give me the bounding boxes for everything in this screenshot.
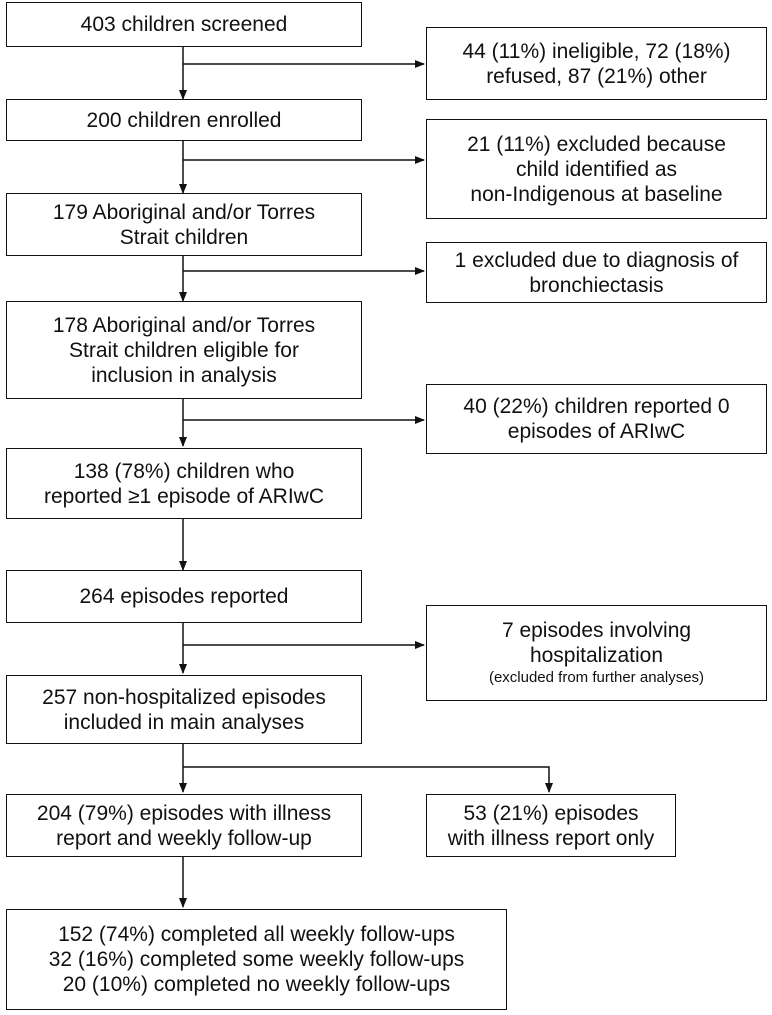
box-report-only-line-2: with illness report only <box>447 826 655 850</box>
box-with-followup-line-1: 204 (79%) episodes with illness <box>36 801 332 825</box>
box-eligible: 178 Aboriginal and/or Torres Strait chil… <box>6 301 362 399</box>
box-reported-episode: 138 (78%) children who reported ≥1 episo… <box>6 448 362 519</box>
box-screened: 403 children screened <box>6 2 362 47</box>
box-excluded-bronchiectasis-line-1: 1 excluded due to diagnosis of <box>454 248 739 272</box>
box-excluded-non-indigenous-line-3: non-Indigenous at baseline <box>470 182 723 206</box>
box-completion: 152 (74%) completed all weekly follow-up… <box>6 909 507 1010</box>
box-reported-episode-line-2: reported ≥1 episode of ARIwC <box>43 484 324 508</box>
box-zero-episodes-line-1: 40 (22%) children reported 0 <box>463 395 730 418</box>
box-eligible-line-1: 178 Aboriginal and/or Torres <box>52 313 316 337</box>
box-excluded-bronchiectasis: 1 excluded due to diagnosis of bronchiec… <box>426 242 767 303</box>
box-not-enrolled-line-2: refused, 87 (21%) other <box>486 64 707 88</box>
box-non-hospitalized-line-1: 257 non-hospitalized episodes <box>42 685 326 709</box>
box-aboriginal-torres-line-2: Strait children <box>119 225 249 249</box>
box-episodes-reported: 264 episodes reported <box>6 570 362 623</box>
box-excluded-non-indigenous: 21 (11%) excluded because child identifi… <box>426 119 767 219</box>
box-enrolled: 200 children enrolled <box>6 99 362 141</box>
box-hospitalization-line-2: hospitalization <box>529 644 664 667</box>
box-report-only: 53 (21%) episodes with illness report on… <box>426 794 676 857</box>
box-aboriginal-torres-line-1: 179 Aboriginal and/or Torres <box>52 200 316 224</box>
arrow-to-report-only <box>183 766 553 793</box>
box-hospitalization-note: (excluded from further analyses) <box>488 669 705 686</box>
box-hospitalization-line-1: 7 episodes involving <box>501 619 692 642</box>
box-zero-episodes: 40 (22%) children reported 0 episodes of… <box>426 384 767 454</box>
box-aboriginal-torres: 179 Aboriginal and/or Torres Strait chil… <box>6 193 362 256</box>
box-screened-line-1: 403 children screened <box>80 13 288 36</box>
box-non-hospitalized: 257 non-hospitalized episodes included i… <box>6 675 362 744</box>
box-excluded-non-indigenous-line-2: child identified as <box>515 157 678 181</box>
box-with-followup: 204 (79%) episodes with illness report a… <box>6 794 362 857</box>
box-reported-episode-line-1: 138 (78%) children who <box>73 459 295 483</box>
box-enrolled-line-1: 200 children enrolled <box>86 108 282 132</box>
box-report-only-line-1: 53 (21%) episodes <box>463 801 639 825</box>
box-completion-line-2: 32 (16%) completed some weekly follow-up… <box>48 948 465 971</box>
box-with-followup-line-2: report and weekly follow-up <box>56 826 312 850</box>
box-excluded-bronchiectasis-line-2: bronchiectasis <box>529 273 664 297</box>
box-hospitalization: 7 episodes involving hospitalization (ex… <box>426 605 767 701</box>
box-not-enrolled-line-1: 44 (11%) ineligible, 72 (18%) <box>462 39 731 63</box>
box-zero-episodes-line-2: episodes of ARIwC <box>507 420 686 443</box>
box-episodes-reported-line-1: 264 episodes reported <box>79 585 289 608</box>
box-not-enrolled: 44 (11%) ineligible, 72 (18%) refused, 8… <box>426 27 767 100</box>
box-eligible-line-3: inclusion in analysis <box>91 363 277 387</box>
box-completion-line-3: 20 (10%) completed no weekly follow-ups <box>62 973 451 996</box>
box-completion-line-1: 152 (74%) completed all weekly follow-up… <box>58 923 455 946</box>
box-non-hospitalized-line-2: included in main analyses <box>63 710 305 734</box>
box-eligible-line-2: Strait children eligible for <box>69 338 299 362</box>
box-excluded-non-indigenous-line-1: 21 (11%) excluded because <box>467 132 726 156</box>
